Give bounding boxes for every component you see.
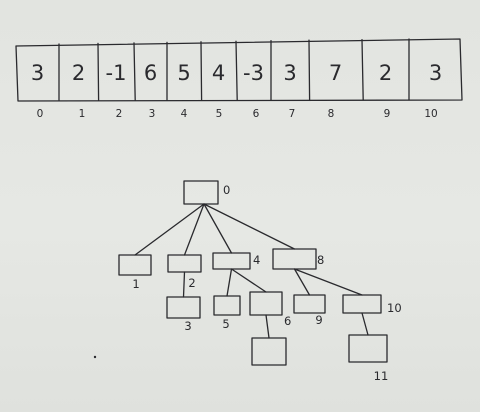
tree-node-label: 8 xyxy=(317,253,324,267)
tree-node: 2 xyxy=(167,254,202,290)
tree-node: 4 xyxy=(212,252,260,270)
tree-node-label: 11 xyxy=(374,369,389,383)
tree-nodes: 0 1 2 4 8 3 5 6 9 10 11 xyxy=(118,180,402,383)
tree-node-label: 10 xyxy=(387,301,402,315)
tree-edge xyxy=(293,268,311,296)
array-cell-value: 5 xyxy=(177,61,190,85)
tree-node-box xyxy=(118,254,152,276)
tree-edge xyxy=(265,314,270,339)
array-index-label: 9 xyxy=(384,108,391,120)
array-cell-value: 3 xyxy=(283,61,296,85)
array-cell-divider xyxy=(361,38,364,101)
tree-edge xyxy=(203,203,296,250)
tree-edge xyxy=(203,203,233,254)
array-cell-value: 3 xyxy=(31,61,44,85)
array-outline xyxy=(15,38,463,102)
array-cell-divider xyxy=(308,39,311,101)
tree-edge xyxy=(134,203,205,256)
tree-edge xyxy=(183,203,205,256)
tree-node: 1 xyxy=(118,254,152,291)
tree-node: 0 xyxy=(183,180,230,205)
tree-node-label: 1 xyxy=(132,277,139,291)
array-cell-value: 7 xyxy=(329,61,342,85)
array-index-label: 4 xyxy=(181,108,188,120)
array-index-label: 0 xyxy=(37,108,44,120)
tree-node-box xyxy=(167,254,202,273)
tree-node: 9 xyxy=(293,294,326,327)
array-cell-value: 2 xyxy=(379,61,392,85)
tree-node xyxy=(251,337,287,366)
tree-edges xyxy=(134,203,369,339)
tree-node-box xyxy=(293,294,326,314)
array-cell-value: 4 xyxy=(212,61,225,85)
tree-edge xyxy=(226,268,233,297)
tree-node-label: 0 xyxy=(223,183,230,197)
array-cell-divider xyxy=(133,42,136,101)
array-index-label: 1 xyxy=(79,108,86,120)
tree-node: 5 xyxy=(213,295,241,331)
tree-node: 3 xyxy=(166,296,201,333)
tree-node-box xyxy=(249,291,283,316)
array-cell-divider xyxy=(200,41,203,101)
tree-node-box xyxy=(348,334,388,363)
tree-node-box xyxy=(183,180,219,205)
array-index-label: 6 xyxy=(253,108,260,120)
tree-node: 10 xyxy=(342,294,402,315)
array-cell-value: 6 xyxy=(144,61,157,85)
array-index-label: 5 xyxy=(216,108,223,120)
ink-dot xyxy=(93,355,97,359)
array-index-label: 2 xyxy=(116,108,123,120)
array-cell-value: -3 xyxy=(243,61,264,85)
tree-node-label: 3 xyxy=(184,319,191,333)
tree-node-label: 5 xyxy=(222,317,229,331)
tree-node-box xyxy=(166,296,201,319)
tree-node: 8 xyxy=(272,248,324,270)
array-index-label: 7 xyxy=(289,108,296,120)
tree-edge xyxy=(230,268,267,293)
tree-node-label: 4 xyxy=(253,253,260,267)
tree-node-box xyxy=(272,248,317,270)
array-cell-divider xyxy=(235,40,238,101)
tree-edge xyxy=(361,312,369,336)
tree-edge xyxy=(293,268,363,296)
array-index-label: 10 xyxy=(424,108,437,120)
tree-node: 6 xyxy=(249,291,291,328)
array-cell-divider xyxy=(97,42,100,101)
tree-node-label: 2 xyxy=(188,276,195,290)
tree-node-label: 9 xyxy=(315,313,322,327)
array-cell-value: -1 xyxy=(106,61,127,85)
tree-node-box xyxy=(212,252,251,270)
tree-node: 11 xyxy=(348,334,389,383)
tree-node-box xyxy=(342,294,382,314)
array-index-label: 8 xyxy=(328,108,335,120)
array-cell-value: 2 xyxy=(72,61,85,85)
tree-node-label: 6 xyxy=(284,314,291,328)
tree-node-box xyxy=(213,295,241,316)
array-index-label: 3 xyxy=(149,108,156,120)
tree-node-box xyxy=(251,337,287,366)
tree-edge xyxy=(182,271,186,298)
array-cell-value: 3 xyxy=(429,61,442,85)
